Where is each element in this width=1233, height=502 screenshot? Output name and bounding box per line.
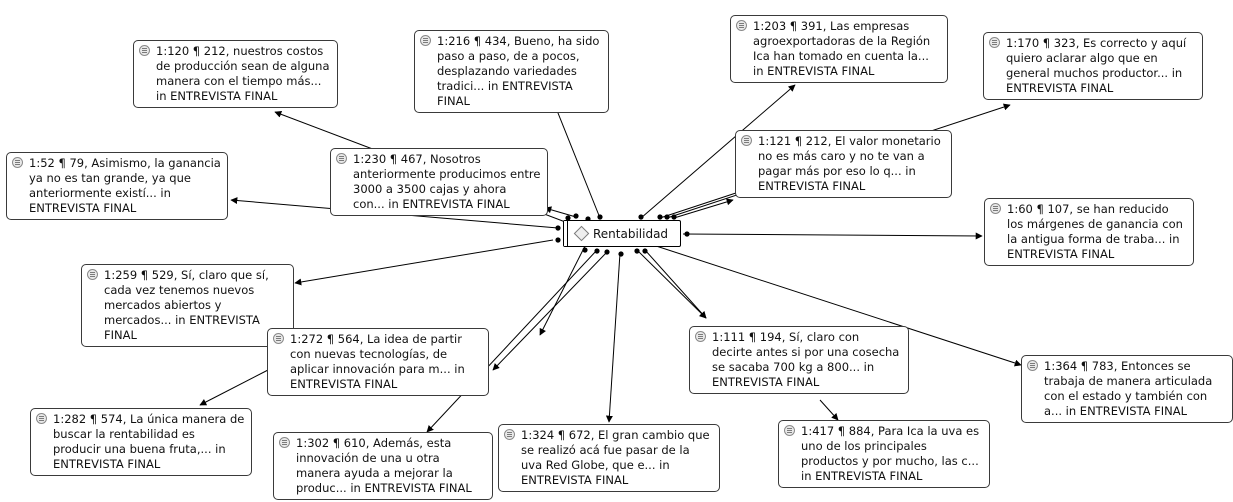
quote-node[interactable]: 1:121 ¶ 212, El valor monetario no es má… [735,130,952,198]
quotation-icon [420,35,431,46]
quote-text: 1:121 ¶ 212, El valor monetario no es má… [758,134,941,193]
link-arrow [644,249,707,319]
link-arrow [682,232,983,240]
quotation-icon [504,429,515,440]
quotation-icon [36,413,47,424]
quote-node[interactable]: 1:259 ¶ 529, Sí, claro que sí, cada vez … [81,264,294,347]
quote-text: 1:324 ¶ 672, El gran cambio que se reali… [521,428,710,487]
link-arrow [649,243,1022,367]
quote-text: 1:282 ¶ 574, La única manera de buscar l… [53,412,245,471]
quotation-icon [990,203,1001,214]
quote-node[interactable]: 1:302 ¶ 610, Además, esta innovación de … [273,432,493,500]
quote-text: 1:417 ¶ 884, Para Ica la uva es uno de l… [801,424,980,483]
link-anchor-dot [634,248,640,254]
quote-text: 1:52 ¶ 79, Asimismo, la ganancia ya no e… [29,156,221,215]
quote-node[interactable]: 1:60 ¶ 107, se han reducido los márgenes… [984,198,1194,266]
link-anchor-dot [638,214,644,220]
link-anchor-dot [597,214,603,220]
quotation-icon [139,45,150,56]
quotation-icon [695,331,706,342]
link-arrow [492,251,608,371]
link-arrow [199,369,269,406]
quotation-icon [1027,360,1038,371]
link-anchor-dot [604,249,610,255]
link-arrow [659,188,746,219]
quote-text: 1:230 ¶ 467, Nosotros anteriormente prod… [353,152,541,211]
link-arrow [605,252,621,423]
quote-node[interactable]: 1:324 ¶ 672, El gran cambio que se reali… [498,424,720,492]
quotation-icon [87,269,98,280]
quote-node[interactable]: 1:282 ¶ 574, La única manera de buscar l… [30,408,252,476]
link-arrow [673,198,734,219]
link-arrow [426,249,598,433]
quote-node[interactable]: 1:203 ¶ 391, Las empresas agroexportador… [730,15,948,83]
quote-node[interactable]: 1:111 ¶ 194, Sí, claro con decirte antes… [689,326,909,394]
link-arrow [544,206,577,218]
quote-text: 1:111 ¶ 194, Sí, claro con decirte antes… [712,330,900,389]
link-arrow [640,84,796,219]
link-anchor-dot [573,213,579,219]
quotation-icon [784,425,795,436]
quotation-icon [336,153,347,164]
quote-text: 1:60 ¶ 107, se han reducido los márgenes… [1007,202,1183,261]
link-anchor-dot [664,214,670,220]
quote-text: 1:170 ¶ 323, Es correcto y aquí quiero a… [1006,36,1187,95]
quote-text: 1:120 ¶ 212, nuestros costos de producci… [156,44,330,103]
center-code-node[interactable]: Rentabilidad [563,220,681,247]
link-arrow [636,249,707,319]
quotation-icon [989,37,1000,48]
quote-text: 1:272 ¶ 564, La idea de partir con nueva… [290,332,465,391]
link-arrow [294,239,554,286]
quote-node[interactable]: 1:52 ¶ 79, Asimismo, la ganancia ya no e… [6,152,228,220]
link-anchor-dot [582,247,588,253]
link-anchor-dot [565,215,571,221]
link-arrow [539,245,586,336]
center-node-label: Rentabilidad [593,226,669,241]
link-anchor-dot [657,214,663,220]
quote-node[interactable]: 1:230 ¶ 467, Nosotros anteriormente prod… [330,148,548,216]
quote-node[interactable]: 1:120 ¶ 212, nuestros costos de producci… [133,40,338,108]
link-anchor-dot [594,248,600,254]
quote-node[interactable]: 1:417 ¶ 884, Para Ica la uva es uno de l… [778,420,990,488]
code-icon [573,225,590,242]
quote-node[interactable]: 1:216 ¶ 434, Bueno, ha sido paso a paso,… [414,30,609,113]
quote-node[interactable]: 1:272 ¶ 564, La idea de partir con nueva… [267,328,489,396]
quote-text: 1:216 ¶ 434, Bueno, ha sido paso a paso,… [437,34,600,108]
quote-text: 1:259 ¶ 529, Sí, claro que sí, cada vez … [104,268,269,342]
quotation-icon [279,437,290,448]
quote-text: 1:302 ¶ 610, Además, esta innovación de … [296,436,472,495]
quote-node[interactable]: 1:170 ¶ 323, Es correcto y aquí quiero a… [983,32,1203,100]
link-arrow [819,399,839,421]
link-anchor-dot [642,248,648,254]
quotation-icon [736,20,747,31]
link-anchor-dot [555,237,561,243]
link-anchor-dot [618,251,624,257]
quote-text: 1:203 ¶ 391, Las empresas agroexportador… [753,19,931,78]
quotation-icon [12,157,23,168]
link-anchor-dot [555,225,561,231]
center-node-handle [564,221,568,246]
quotation-icon [741,135,752,146]
quote-node[interactable]: 1:364 ¶ 783, Entonces se trabaja de mane… [1021,355,1233,423]
link-anchor-dot [671,214,677,220]
quote-text: 1:364 ¶ 783, Entonces se trabaja de mane… [1044,359,1213,418]
quotation-icon [273,333,284,344]
link-anchor-dot [684,231,690,237]
